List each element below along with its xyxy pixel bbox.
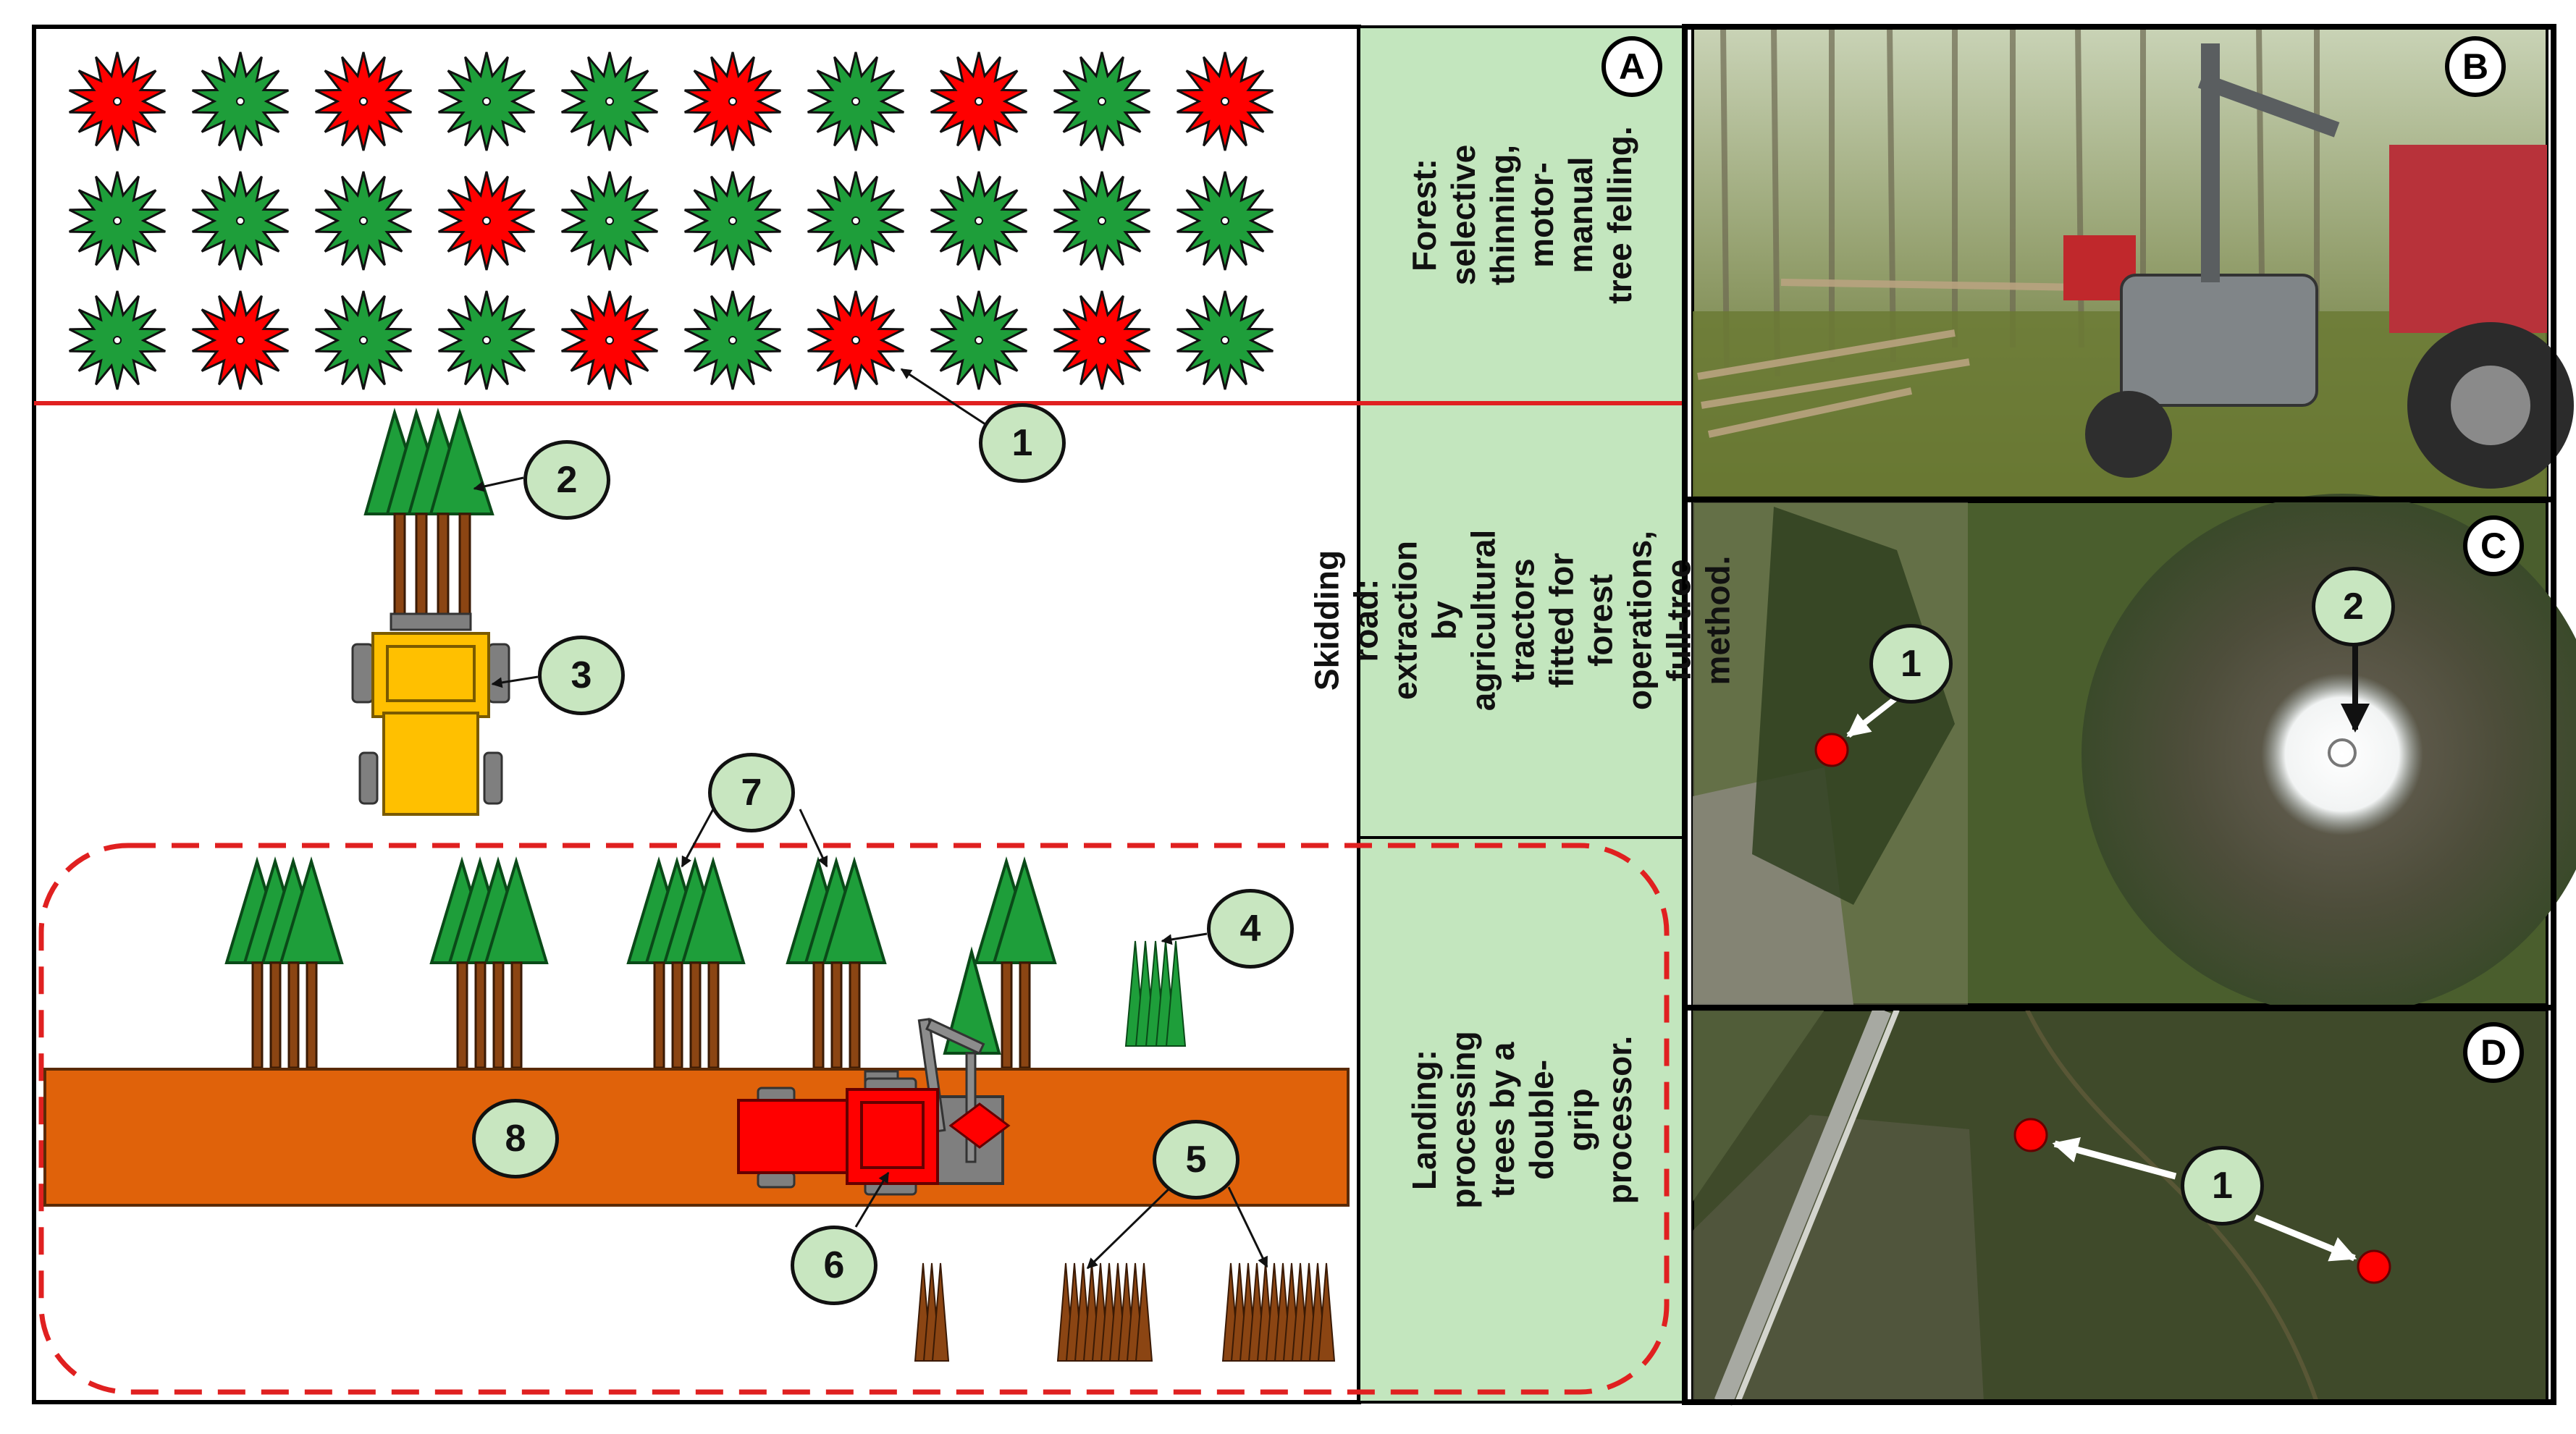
landing-tree-trunk xyxy=(456,961,468,1069)
tree-center xyxy=(113,97,122,106)
tree-center xyxy=(482,216,491,225)
tree-center xyxy=(605,216,614,225)
sidebar-landing-text: Landing: processing trees by a double-gr… xyxy=(1405,1031,1638,1209)
landing-processor-tractor xyxy=(737,1018,1011,1196)
tree-center xyxy=(605,97,614,106)
tree-center xyxy=(482,336,491,345)
tree-center xyxy=(975,336,983,345)
landing-tree-trunk xyxy=(1001,961,1013,1069)
callout-leaders xyxy=(473,368,1268,1270)
tree-center xyxy=(851,97,860,106)
landing-tree-trunk xyxy=(689,961,702,1069)
skidding-tractor xyxy=(351,612,510,816)
landing-tree-trunk xyxy=(849,961,861,1069)
sidebar-landing-bg xyxy=(1358,836,1686,1404)
tree-center xyxy=(975,216,983,225)
sidebar-forest-text: Forest: selective thinning, motor-manual… xyxy=(1405,126,1638,304)
tree-center xyxy=(113,336,122,345)
tree-center xyxy=(728,336,737,345)
panel-letter-b: B xyxy=(2445,36,2506,97)
young-trees xyxy=(1124,940,1187,1047)
tree-center xyxy=(482,97,491,106)
landing-tree-groups xyxy=(224,856,1057,1069)
callout-tree-groups: 7 xyxy=(708,753,795,832)
callout-road: 8 xyxy=(472,1099,559,1178)
tree-center xyxy=(236,97,245,106)
tree-center xyxy=(851,216,860,225)
photo-c-satellite-volcano xyxy=(1691,494,2576,1015)
tree-center xyxy=(1221,216,1229,225)
sidebar-skidding-text: Skidding road: extraction by agricultura… xyxy=(1308,529,1737,712)
callout-log-piles: 5 xyxy=(1153,1120,1239,1199)
tree-center xyxy=(359,97,368,106)
log xyxy=(1317,1262,1336,1362)
landing-tree-trunk xyxy=(251,961,264,1069)
landing-tree-trunk xyxy=(287,961,300,1069)
landing-tree-trunk xyxy=(1019,961,1031,1069)
landing-tree-trunk xyxy=(492,961,505,1069)
callout-processor: 6 xyxy=(791,1226,877,1305)
tree-center xyxy=(359,336,368,345)
photo-c-peak-label: 2 xyxy=(2312,567,2395,646)
panel-letter-d: D xyxy=(2463,1022,2524,1083)
tree-center xyxy=(236,216,245,225)
log xyxy=(931,1262,950,1362)
tree-center xyxy=(1098,97,1106,106)
photo-c-site-label: 1 xyxy=(1869,624,1953,704)
tree-center xyxy=(605,336,614,345)
landing-tree-trunk xyxy=(812,961,825,1069)
tree-center xyxy=(1221,336,1229,345)
landing-tree-trunk xyxy=(306,961,318,1069)
tree-center xyxy=(728,97,737,106)
landing-tree-trunk xyxy=(510,961,523,1069)
callout-felled-bundle: 2 xyxy=(523,440,610,520)
landing-boundary xyxy=(38,843,1670,1395)
photo-b-forest-machine xyxy=(1691,25,2574,499)
tree-center xyxy=(359,216,368,225)
landing-tree-trunk xyxy=(830,961,843,1069)
tree-center xyxy=(728,216,737,225)
skidding-tree-bundle xyxy=(363,408,494,617)
panel-letter-c: C xyxy=(2463,515,2524,576)
landing-tree-trunk xyxy=(653,961,665,1069)
photo-column-frame xyxy=(1682,24,2556,1405)
landing-road xyxy=(43,1068,1350,1207)
photo-markers xyxy=(1814,636,2391,1284)
panel-letter-a: A xyxy=(1601,36,1662,97)
tree-center xyxy=(236,336,245,345)
callout-skid-tractor: 3 xyxy=(538,636,625,715)
tree-center xyxy=(1098,216,1106,225)
photo-d-satellite-sites xyxy=(1691,1006,2548,1406)
landing-tree-trunk xyxy=(269,961,282,1069)
landing-tree-trunk xyxy=(474,961,487,1069)
tree-center xyxy=(1098,336,1106,345)
callout-young-trees: 4 xyxy=(1207,889,1294,969)
tree-center xyxy=(113,216,122,225)
tree-center xyxy=(1221,97,1229,106)
tree-center xyxy=(975,97,983,106)
callout-felled-tree: 1 xyxy=(979,403,1066,483)
log-piles xyxy=(914,1262,1336,1362)
tree-center xyxy=(851,336,860,345)
photo-d-sites-label: 1 xyxy=(2181,1146,2264,1226)
landing-tree-trunk xyxy=(707,961,720,1069)
forest-tree-grid xyxy=(69,51,1274,390)
landing-tree-trunk xyxy=(671,961,683,1069)
log xyxy=(1135,1262,1153,1362)
